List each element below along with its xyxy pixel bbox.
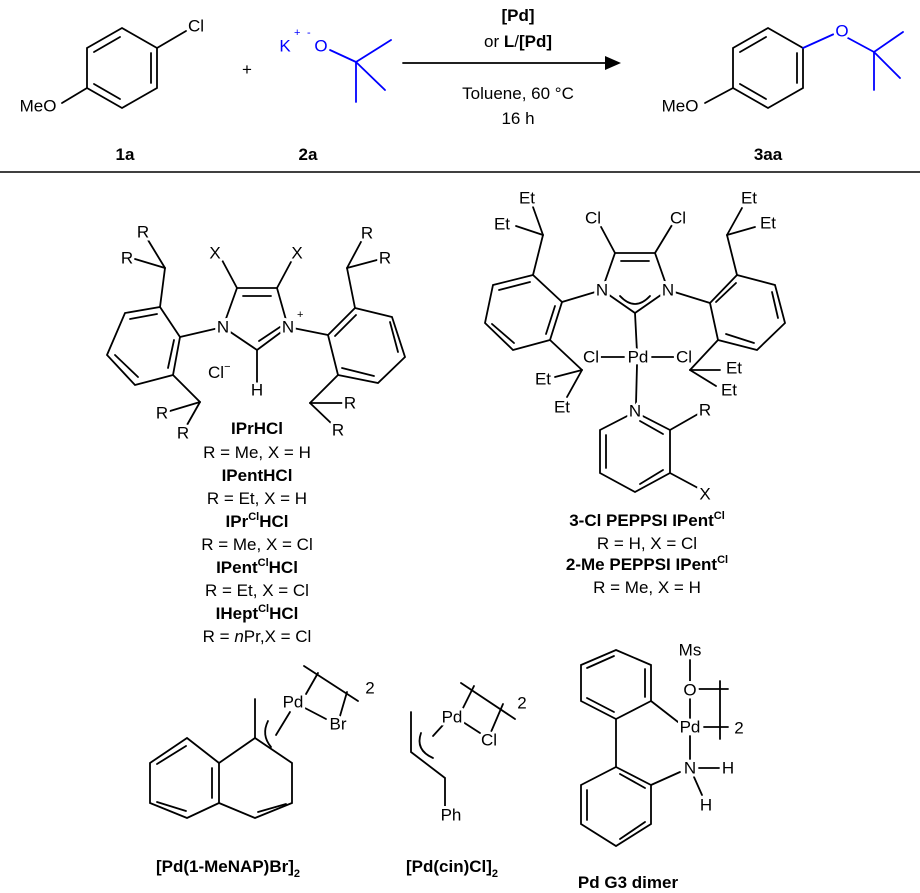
chloro-label: Cl <box>583 348 599 367</box>
palladium-label: Pd <box>283 693 304 712</box>
ethyl-label: Et <box>726 359 742 378</box>
product-3aa-label: 3aa <box>754 145 783 164</box>
compound-definition: R = Me, X = H <box>593 578 701 597</box>
nitrogen-label: N <box>662 281 674 300</box>
dimer-count: 2 <box>517 694 526 713</box>
nitrogen-label: N <box>282 318 294 337</box>
compound-name: 3-Cl PEPPSI IPentCl <box>569 510 725 530</box>
r-group-label: R <box>344 394 356 413</box>
oxide-charge: - <box>307 27 311 39</box>
mesylate-label: Ms <box>679 641 702 660</box>
compound-name: IPrClHCl <box>226 511 289 531</box>
compound-name: IPentClHCl <box>216 557 298 577</box>
r-group-label: R <box>332 421 344 440</box>
dimer-count: 2 <box>734 719 743 738</box>
condition-solvent-temperature: Toluene, 60 °C <box>462 84 574 103</box>
chloro-label: Cl <box>481 731 497 750</box>
r-group-label: R <box>156 404 168 423</box>
potassium-label: K <box>279 37 291 56</box>
potassium-charge: + <box>294 27 300 39</box>
pd-g3-dimer-structure: Ms O Pd N H H 2 <box>580 638 747 848</box>
product-3aa-structure: O MeO <box>659 19 904 119</box>
ether-oxygen-label: O <box>835 22 848 41</box>
pd-menap-br-dimer-structure: Pd Br 2 <box>149 665 378 819</box>
hydrogen-label: H <box>251 381 263 400</box>
oxygen-label: O <box>683 681 696 700</box>
palladium-label: Pd <box>628 348 649 367</box>
r-group-label: R <box>177 424 189 443</box>
ethyl-label: Et <box>721 381 737 400</box>
compound-name: IPrHCl <box>231 419 283 438</box>
condition-ligand-catalyst: or L/[Pd] <box>484 32 552 51</box>
dimer-count: 2 <box>365 679 374 698</box>
x-substituent-label: X <box>209 244 220 263</box>
hydrogen-label: H <box>722 759 734 778</box>
reactant-1a-structure: Cl MeO <box>17 14 207 119</box>
chloride-counterion: Cl− <box>208 361 231 382</box>
condition-catalyst: [Pd] <box>501 6 534 25</box>
reactant-2a-label: 2a <box>299 145 318 164</box>
r-group-label: R <box>361 224 373 243</box>
chloro-label: Cl <box>676 348 692 367</box>
peppsi-legend: 3-Cl PEPPSI IPentCl R = H, X = Cl 2-Me P… <box>566 510 728 597</box>
compound-definition: R = Et, X = Cl <box>205 581 309 600</box>
nitrogen-label: N <box>684 759 696 778</box>
chloro-label: Cl <box>585 209 601 228</box>
compound-definition: R = nPr,X = Cl <box>203 627 312 646</box>
hydrogen-label: H <box>700 796 712 815</box>
peppsi-complex-structure: N N Cl Cl Pd Cl Cl N R X Et Et Et Et Et … <box>484 186 787 507</box>
precatalyst-name: Pd G3 dimer <box>578 873 679 892</box>
precatalyst-name: [Pd(cin)Cl]2 <box>406 857 498 880</box>
cation-charge: + <box>297 309 303 321</box>
phenyl-label: Ph <box>441 806 462 825</box>
r-group-label: R <box>137 223 149 242</box>
r-group-label: R <box>379 249 391 268</box>
methoxy-label: MeO <box>20 97 57 116</box>
chloro-label: Cl <box>670 209 686 228</box>
compound-definition: R = H, X = Cl <box>597 534 697 553</box>
methoxy-label: MeO <box>662 97 699 116</box>
ethyl-label: Et <box>741 189 757 208</box>
precatalyst-name: [Pd(1-MeNAP)Br]2 <box>156 857 300 880</box>
imidazolium-salt-legend: IPrHCl R = Me, X = H IPentHCl R = Et, X … <box>201 419 312 646</box>
plus-sign: + <box>242 60 252 79</box>
x-substituent-label: X <box>699 485 710 504</box>
nitrogen-label: N <box>217 318 229 337</box>
r-group-label: R <box>121 249 133 268</box>
ethyl-label: Et <box>554 398 570 417</box>
bromo-label: Br <box>330 715 347 734</box>
compound-name: IPentHCl <box>222 466 293 485</box>
compound-name: 2-Me PEPPSI IPentCl <box>566 554 728 574</box>
imidazolium-salt-structure: N N + X X H Cl− R R R R R R R R <box>105 220 407 446</box>
oxygen-label: O <box>314 37 327 56</box>
ethyl-label: Et <box>760 214 776 233</box>
ethyl-label: Et <box>494 215 510 234</box>
pyridine-nitrogen-label: N <box>629 402 641 421</box>
reactant-2a-structure: K + - O <box>276 27 392 103</box>
nitrogen-label: N <box>596 281 608 300</box>
condition-time: 16 h <box>501 109 534 128</box>
r-group-label: R <box>699 401 711 420</box>
x-substituent-label: X <box>291 244 302 263</box>
reactant-1a-label: 1a <box>116 145 135 164</box>
compound-definition: R = Me, X = Cl <box>201 535 312 554</box>
reaction-arrow <box>402 56 621 70</box>
palladium-label: Pd <box>442 708 463 727</box>
chloro-label: Cl <box>188 17 204 36</box>
palladium-label: Pd <box>680 718 701 737</box>
compound-definition: R = Et, X = H <box>207 489 307 508</box>
ethyl-label: Et <box>519 189 535 208</box>
compound-definition: R = Me, X = H <box>203 443 311 462</box>
ethyl-label: Et <box>535 370 551 389</box>
pd-cinnamyl-cl-dimer-structure: Pd Cl Ph 2 <box>410 682 530 828</box>
compound-name: IHeptClHCl <box>216 603 299 623</box>
